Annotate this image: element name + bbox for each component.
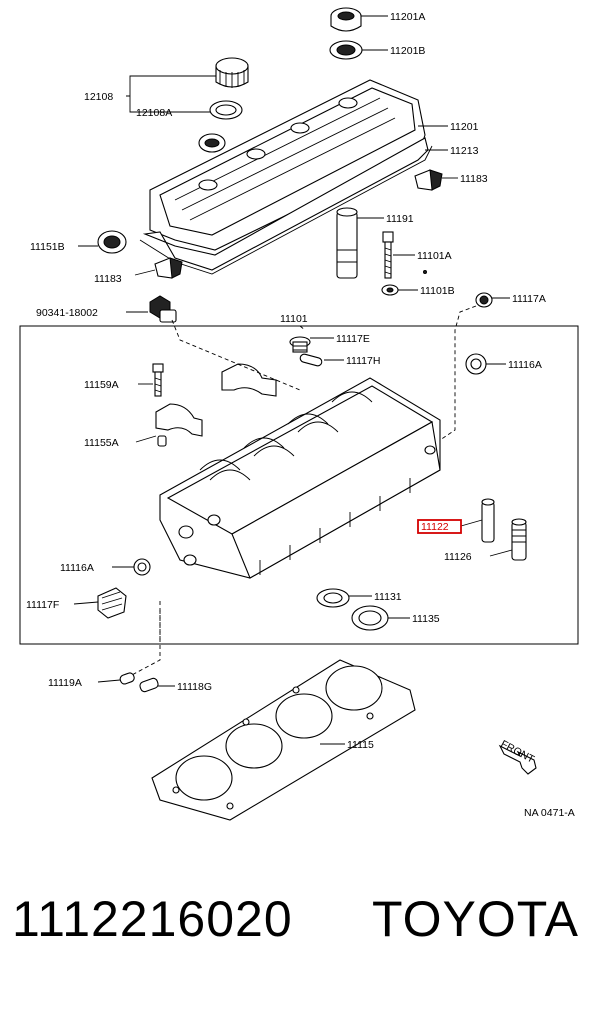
plug-11183-upper: [414, 169, 443, 191]
reference-code: NA 0471-A: [524, 807, 575, 819]
label-11201: 11201: [450, 121, 479, 133]
camshaft-bearing-cap: [221, 363, 277, 397]
plug-11117F: [97, 587, 127, 619]
label-11183-upper: 11183: [460, 173, 488, 185]
brand-name: TOYOTA: [372, 891, 579, 947]
oil-cap-11201A: [330, 7, 362, 32]
part-number: 1112216020: [12, 891, 293, 947]
label-11213: 11213: [450, 145, 479, 157]
plug-90341-18002: [149, 295, 177, 323]
gasket-12108A: [209, 100, 243, 120]
leader-lines: [73, 15, 513, 745]
label-11101: 11101: [280, 313, 308, 325]
oil-filler-cap-12108: [215, 57, 249, 88]
label-11131: 11131: [374, 591, 402, 603]
label-11117E: 11117E: [336, 333, 370, 345]
seal-11151B: [97, 230, 127, 254]
plug-11183-lower: [154, 257, 183, 279]
plug-11116A-right: [465, 353, 487, 375]
pin-11119A: [119, 672, 135, 685]
bolt-11159A: [152, 363, 164, 397]
label-11118G: 11118G: [177, 681, 212, 693]
label-11183-lower: 11183: [94, 273, 122, 285]
highlight-box-11122: [417, 519, 462, 534]
label-11201A: 11201A: [390, 11, 425, 23]
label-11116A-left: 11116A: [60, 562, 94, 574]
valve-guide-11126: [511, 518, 527, 561]
label-11115: 11115: [347, 739, 374, 751]
cover-gasket-11213: [139, 145, 433, 275]
label-11117F: 11117F: [26, 599, 59, 611]
cylinder-head-11101: [159, 377, 441, 579]
front-arrow: FRONT: [499, 738, 537, 775]
plug-11116A-left: [133, 558, 151, 576]
label-11117H: 11117H: [346, 355, 380, 367]
label-11159A: 11159A: [84, 379, 119, 391]
label-90341-18002: 90341-18002: [36, 307, 98, 319]
head-gasket-11115: [151, 659, 416, 821]
grommet-11101B: [381, 284, 399, 296]
head-cover-11201: [142, 79, 429, 271]
plug-11117A: [475, 292, 493, 308]
gasket-11131: [316, 588, 350, 608]
valve-guide-11122: [481, 498, 495, 543]
label-11191: 11191: [386, 213, 414, 225]
gasket-11135: [351, 605, 389, 631]
label-11201B: 11201B: [390, 45, 425, 57]
parts-diagram: FRONT 11201A 11201B: [19, 7, 579, 821]
label-11117A: 11117A: [512, 293, 546, 305]
pin-11118G: [139, 677, 159, 693]
label-11155A: 11155A: [84, 437, 119, 449]
pin-11117H: [299, 353, 323, 367]
label-11135: 11135: [412, 613, 440, 625]
gasket-11201B: [329, 40, 363, 60]
label-11101B: 11101B: [420, 285, 455, 297]
bolt-11101A: [382, 231, 427, 279]
head-assembly-frame: [19, 325, 579, 645]
label-11101A: 11101A: [417, 250, 452, 262]
label-11119A: 11119A: [48, 677, 82, 689]
label-11126: 11126: [444, 551, 472, 563]
label-11116A-right: 11116A: [508, 359, 542, 371]
plug-tube-11191: [336, 207, 358, 279]
footer: 1112216020 TOYOTA: [0, 890, 600, 980]
plug-11117E: [289, 336, 311, 353]
bearing-cap-11155A: [155, 403, 203, 447]
label-12108A: 12108A: [136, 107, 172, 119]
label-11122: 11122: [421, 521, 449, 533]
label-12108: 12108: [84, 91, 113, 103]
label-11151B: 11151B: [30, 241, 65, 253]
